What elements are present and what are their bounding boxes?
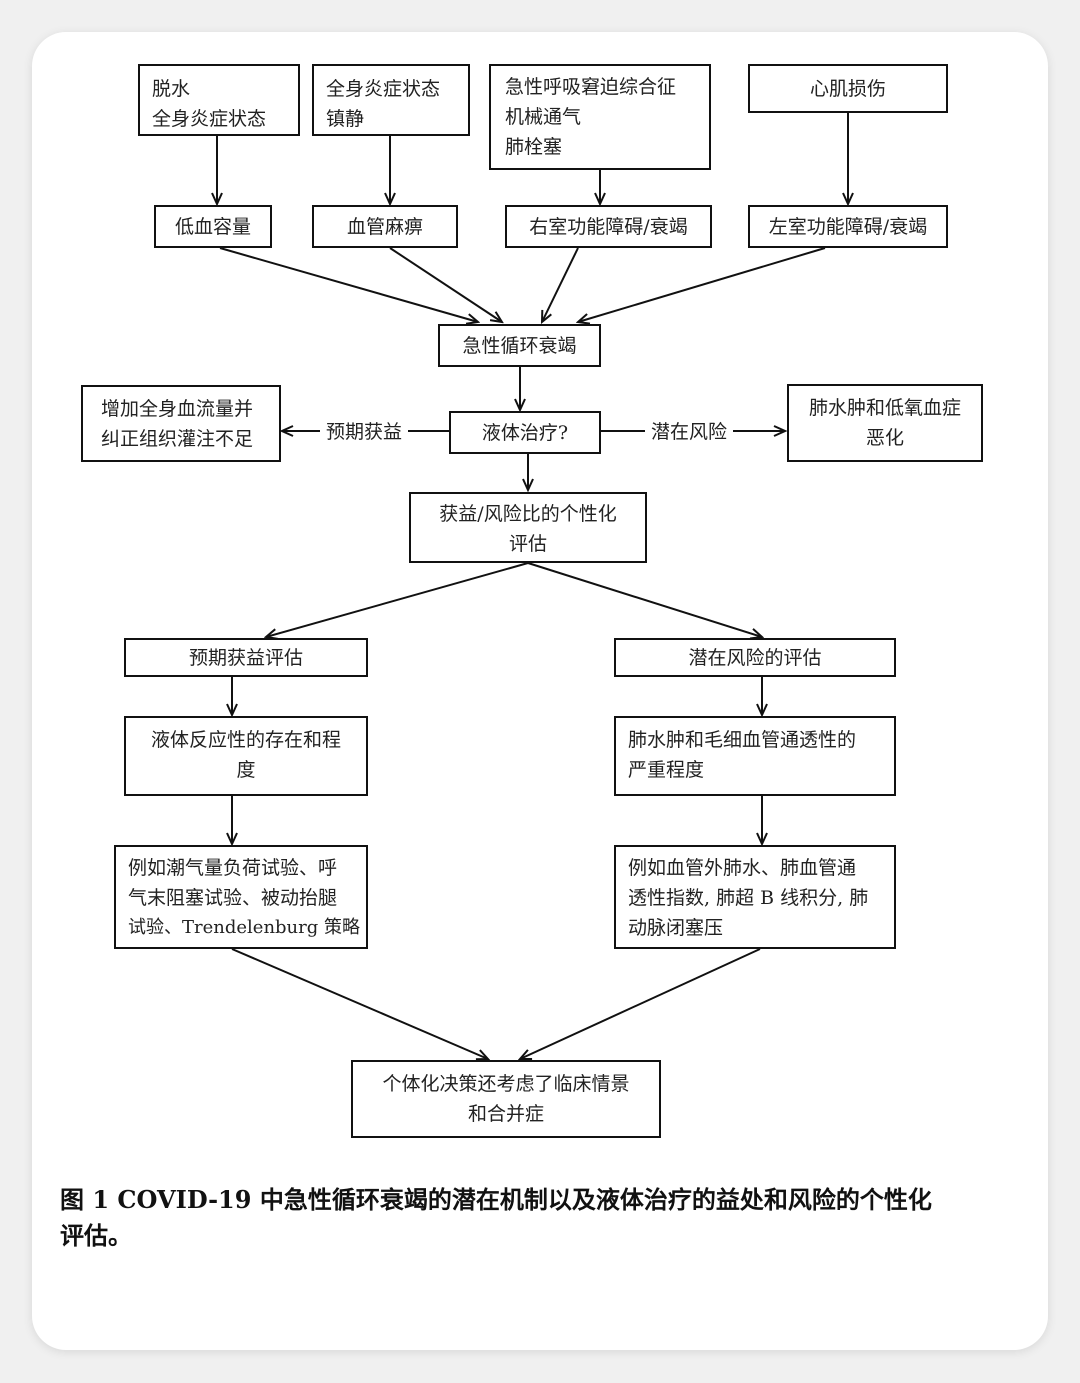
- arrow-left-final: [231, 948, 488, 1059]
- node-label: 潜在风险的评估: [688, 647, 822, 669]
- right-examples-box: 例如血管外肺水、肺血管通 透性指数, 肺超 B 线积分, 肺 动脉闭塞压: [614, 845, 896, 949]
- mechanism-label: 右室功能障碍/衰竭: [529, 216, 688, 238]
- node-line: 获益/风险比的个性化: [439, 503, 617, 525]
- risk-outcome-box: 肺水肿和低氧血症 恶化: [787, 384, 983, 462]
- cause-box-myocardial: 心肌损伤: [748, 64, 948, 113]
- cause-line: 全身炎症状态: [152, 108, 267, 130]
- cause-line: 机械通气: [505, 106, 582, 128]
- acute-circulatory-failure: 急性循环衰竭: [438, 324, 601, 367]
- mechanism-label: 左室功能障碍/衰竭: [768, 216, 928, 238]
- benefit-outcome-box: 增加全身血流量并 纠正组织灌注不足: [81, 385, 281, 462]
- left-title-box: 预期获益评估: [124, 638, 368, 677]
- cause-line: 急性呼吸窘迫综合征: [505, 76, 677, 98]
- node-line: 动脉闭塞压: [628, 917, 724, 939]
- node-line: 例如血管外肺水、肺血管通: [628, 857, 857, 879]
- node-line: 度: [236, 759, 256, 781]
- outcome-line: 纠正组织灌注不足: [101, 428, 254, 450]
- cause-line: 肺栓塞: [505, 136, 563, 158]
- mechanism-label: 血管麻痹: [346, 216, 423, 238]
- outcome-line: 肺水肿和低氧血症: [808, 397, 961, 419]
- arrow-right-final: [520, 948, 761, 1059]
- node-line: 严重程度: [628, 759, 705, 781]
- arrow-m3-acf: [542, 247, 579, 322]
- node-line: 和合并症: [467, 1103, 544, 1125]
- node-line: 透性指数, 肺超 B 线积分, 肺: [628, 887, 869, 909]
- node-line: 评估: [508, 533, 547, 555]
- mechanism-rv-failure: 右室功能障碍/衰竭: [505, 205, 712, 248]
- arrow-assess-left: [266, 562, 529, 637]
- mechanism-hypovolemia: 低血容量: [154, 205, 272, 248]
- node-label: 液体治疗?: [481, 422, 569, 444]
- arrow-assess-right: [527, 562, 762, 637]
- expected-benefit-label: 预期获益: [320, 419, 409, 445]
- cause-line: 镇静: [326, 108, 365, 130]
- cause-line: 心肌损伤: [809, 78, 886, 100]
- node-label: 预期获益评估: [188, 647, 303, 669]
- arrow-m1-acf: [219, 247, 478, 322]
- arrow-m2-acf: [389, 247, 502, 322]
- outcome-line: 增加全身血流量并: [101, 398, 254, 420]
- node-line: 气末阻塞试验、被动抬腿: [128, 887, 338, 909]
- outcome-line: 恶化: [865, 427, 904, 449]
- right-title-box: 潜在风险的评估: [614, 638, 896, 677]
- potential-risk-label: 潜在风险: [645, 419, 734, 445]
- left-detail-box: 液体反应性的存在和程 度: [124, 716, 368, 796]
- figure-caption: 图 1 COVID-19 中急性循环衰竭的潜在机制以及液体治疗的益处和风险的个性…: [60, 1182, 1040, 1254]
- node-line: 肺水肿和毛细血管通透性的: [628, 729, 857, 751]
- mechanism-vasoplegia: 血管麻痹: [312, 205, 458, 248]
- right-detail-box: 肺水肿和毛细血管通透性的 严重程度: [614, 716, 896, 796]
- cause-box-ards: 急性呼吸窘迫综合征 机械通气 肺栓塞: [489, 64, 711, 170]
- node-line: 试验、Trendelenburg 策略: [128, 917, 360, 938]
- cause-line: 全身炎症状态: [326, 78, 441, 100]
- final-decision-box: 个体化决策还考虑了临床情景 和合并症: [351, 1060, 661, 1138]
- caption-line: 评估。: [60, 1221, 132, 1250]
- cause-line: 脱水: [152, 78, 191, 100]
- cause-box-dehydration: 脱水 全身炎症状态: [138, 64, 300, 136]
- arrow-m4-acf: [578, 247, 826, 322]
- mechanism-lv-failure: 左室功能障碍/衰竭: [748, 205, 948, 248]
- left-examples-box: 例如潮气量负荷试验、呼 气末阻塞试验、被动抬腿 试验、Trendelenburg…: [114, 845, 368, 949]
- individual-assessment-box: 获益/风险比的个性化 评估: [409, 492, 647, 563]
- node-line: 液体反应性的存在和程: [150, 729, 341, 751]
- mechanism-label: 低血容量: [174, 216, 251, 238]
- fluid-therapy-node: 液体治疗?: [449, 411, 601, 454]
- node-label: 急性循环衰竭: [462, 335, 577, 357]
- node-line: 例如潮气量负荷试验、呼: [128, 857, 338, 879]
- cause-box-inflammation: 全身炎症状态 镇静: [312, 64, 470, 136]
- caption-line: 图 1 COVID-19 中急性循环衰竭的潜在机制以及液体治疗的益处和风险的个性…: [60, 1185, 932, 1214]
- node-line: 个体化决策还考虑了临床情景: [382, 1073, 630, 1095]
